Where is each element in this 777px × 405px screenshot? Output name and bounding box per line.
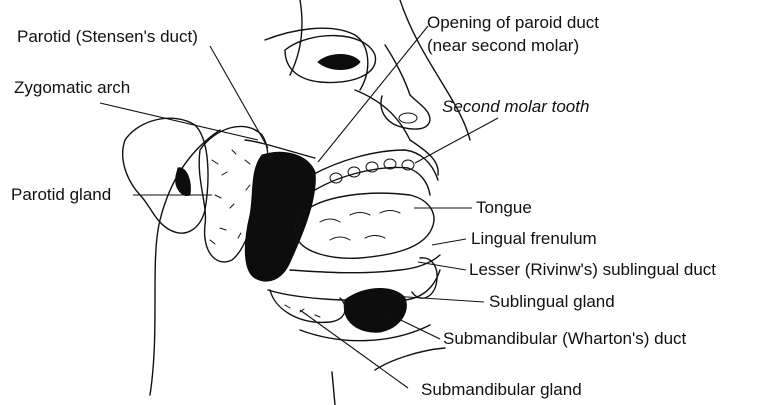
label-zygomatic-arch: Zygomatic arch [14,78,130,97]
label-submandibular-gland: Submandibular gland [421,380,582,399]
label-second-molar: Second molar tooth [442,97,589,116]
ear-illustration [123,118,208,233]
label-tongue: Tongue [476,198,532,217]
leader-lesser-sublingual-duct [418,262,466,270]
label-parotid-gland: Parotid gland [11,185,111,204]
sublingual-gland-shape [344,288,406,332]
label-submandibular-duct: Submandibular (Wharton's) duct [443,329,686,348]
label-lesser-sublingual-duct: Lesser (Rivinw's) sublingual duct [469,260,716,279]
label-parotid-duct: Parotid (Stensen's duct) [17,27,198,46]
label-duct-opening-line1: Opening of paroid duct [427,13,599,32]
submandibular-gland-shape [270,290,345,322]
leader-lingual-frenulum [432,239,466,245]
label-duct-opening-line2: (near second molar) [427,36,579,55]
tongue-shape [296,193,434,258]
upper-teeth [312,150,438,195]
masseter-muscle [245,152,315,281]
lower-jaw [268,255,440,301]
label-lingual-frenulum: Lingual frenulum [471,229,597,248]
leader-zygomatic-arch [100,103,258,140]
nose-illustration [381,45,430,129]
label-sublingual-gland: Sublingual gland [489,292,615,311]
